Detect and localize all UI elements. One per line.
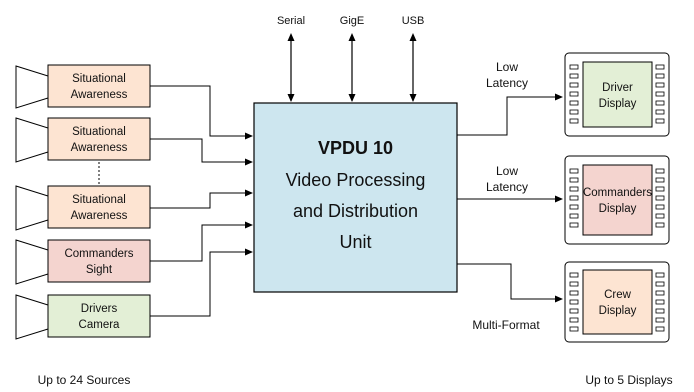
link-label-line1: Low [496,60,518,74]
link-label-line1: Low [496,164,518,178]
display-icon [564,52,670,137]
interface-serial: Serial [277,15,305,102]
source-commanders-sight: Commanders Sight [15,221,253,285]
source-label-line1: Situational [72,194,126,206]
link-label-line2: Latency [486,180,528,194]
interface-usb-label: USB [402,15,425,27]
vpdu-title: VPDU 10 [318,138,393,158]
display-label-line2: Display [599,203,637,215]
source-label-line2: Awareness [71,142,128,154]
camera-icon [15,117,49,163]
vpdu-line2: and Distribution [293,201,418,221]
display-icon [564,261,670,343]
display-label-line1: Commanders [583,187,652,199]
interface-usb: USB [402,15,425,102]
source-situational-awareness-1: Situational Awareness [15,64,253,140]
source-box [47,64,151,108]
source-box [47,185,151,229]
source-label-line2: Awareness [71,210,128,222]
source-situational-awareness-3: Situational Awareness [15,185,253,231]
display-label-line2: Display [599,98,637,110]
link-label-line1: Multi-Format [472,318,540,332]
camera-icon [15,65,49,109]
display-label-line2: Display [599,305,637,317]
source-box [47,294,151,338]
source-label-line1: Situational [72,126,126,138]
source-label-line2: Camera [79,319,121,331]
link-label-line2: Latency [486,76,528,90]
vpdu-line3: Unit [339,232,371,252]
display-label-line1: Driver [602,82,633,94]
source-label-line2: Awareness [71,89,128,101]
source-label-line1: Drivers [81,303,118,315]
interface-gige: GigE [340,15,364,102]
interface-gige-label: GigE [340,15,364,27]
interface-serial-label: Serial [277,15,305,27]
camera-icon [15,185,49,231]
displays-count-label: Up to 5 Displays [585,373,672,387]
source-situational-awareness-2: Situational Awareness [15,117,253,166]
source-box [47,239,151,283]
source-drivers-camera: Drivers Camera [15,248,253,340]
output-driver-display: Low Latency Driver Display [457,52,670,137]
display-icon [564,155,670,245]
sources-count-label: Up to 24 Sources [38,373,131,387]
source-label-line1: Commanders [64,248,133,260]
source-box [47,117,151,161]
source-label-line1: Situational [72,73,126,85]
camera-icon [15,294,49,340]
vpdu-line1: Video Processing [286,170,426,190]
camera-icon [15,239,49,285]
output-commanders-display: Low Latency Commanders Display [457,155,670,245]
output-crew-display: Multi-Format Crew Display [457,261,670,343]
source-label-line2: Sight [86,264,113,276]
vpdu-unit: VPDU 10 Video Processing and Distributio… [253,102,458,293]
display-label-line1: Crew [604,289,632,301]
